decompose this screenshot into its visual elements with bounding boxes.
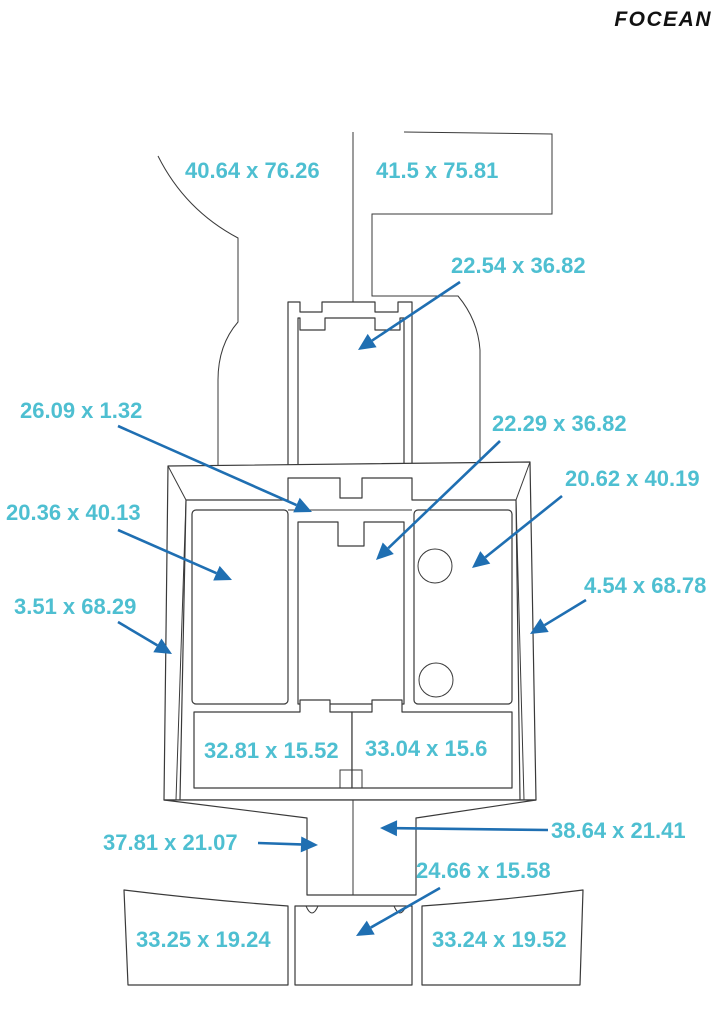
pad-upper-left-edge: [157, 155, 239, 466]
brand-logo: FOCEAN: [614, 8, 712, 31]
label-rear-right: 33.24 x 19.52: [432, 927, 567, 952]
pad-upper-right: [353, 132, 552, 466]
cup-holder-bottom: [418, 662, 454, 698]
pad-upper-right-edge: [371, 131, 553, 466]
label-left-side: 3.51 x 68.29: [14, 594, 136, 619]
label-strip: 26.09 x 1.32: [20, 398, 142, 423]
cup-holder-top: [417, 548, 453, 584]
arrow-neck-left-shaft: [257, 841, 302, 846]
arrow-neck-left-head: [300, 836, 318, 853]
label-upper-right: 41.5 x 75.81: [376, 158, 498, 183]
arrow-right-side-head: [530, 618, 549, 634]
arrow-left-inner-head: [213, 565, 232, 581]
arrow-small-bottom-head: [356, 920, 375, 936]
label-neck-left: 37.81 x 21.07: [103, 830, 238, 855]
arrow-right-side-shaft: [543, 598, 587, 627]
label-upper-center: 22.54 x 36.82: [451, 253, 586, 278]
neck-section: [163, 799, 537, 896]
arrow-left-side-shaft: [117, 620, 159, 647]
label-bottom-left-inner: 32.81 x 15.52: [204, 738, 339, 763]
arrow-small-bottom-shaft: [370, 886, 441, 929]
dimension-labels: 40.64 x 76.26 41.5 x 75.81 22.54 x 36.82…: [6, 158, 706, 952]
arrow-center-shaft: [387, 440, 501, 550]
arrow-strip-shaft: [117, 424, 297, 507]
arrow-upper-center-shaft: [371, 280, 461, 342]
arrow-neck-right-head: [380, 820, 398, 837]
label-right-inner: 20.62 x 40.19: [565, 466, 700, 491]
label-center: 22.29 x 36.82: [492, 411, 627, 436]
bottom-notch: [339, 769, 363, 788]
label-neck-right: 38.64 x 21.41: [551, 818, 686, 843]
pad-left-inner: [191, 509, 289, 705]
pad-upper-left: [158, 136, 353, 466]
label-left-inner: 20.36 x 40.13: [6, 500, 141, 525]
arrow-center-head: [376, 542, 394, 560]
pad-rear-left: [123, 889, 289, 986]
label-upper-left: 40.64 x 76.26: [185, 158, 320, 183]
label-small-bottom: 24.66 x 15.58: [416, 858, 551, 883]
arrow-right-inner-head: [472, 551, 491, 568]
rear-center-notch-left: [305, 905, 319, 914]
arrow-strip-head: [293, 497, 312, 513]
arrow-neck-right-shaft: [396, 826, 549, 832]
pad-bottom-right-inner: [351, 699, 513, 789]
arrow-left-side-head: [153, 638, 172, 654]
arrow-upper-center-head: [358, 333, 377, 350]
label-bottom-right-inner: 33.04 x 15.6: [365, 736, 487, 761]
pad-rear-center: [294, 905, 413, 986]
pad-bottom-left-inner: [193, 699, 353, 789]
arrow-right-inner-shaft: [484, 494, 563, 559]
arrow-left-inner-shaft: [117, 528, 217, 575]
pad-rear-right: [421, 889, 584, 986]
label-right-side: 4.54 x 68.78: [584, 573, 706, 598]
label-rear-left: 33.25 x 19.24: [136, 927, 271, 952]
pad-right-inner: [413, 509, 513, 705]
dimension-arrows: [117, 280, 587, 936]
pad-center-inner: [297, 521, 405, 705]
